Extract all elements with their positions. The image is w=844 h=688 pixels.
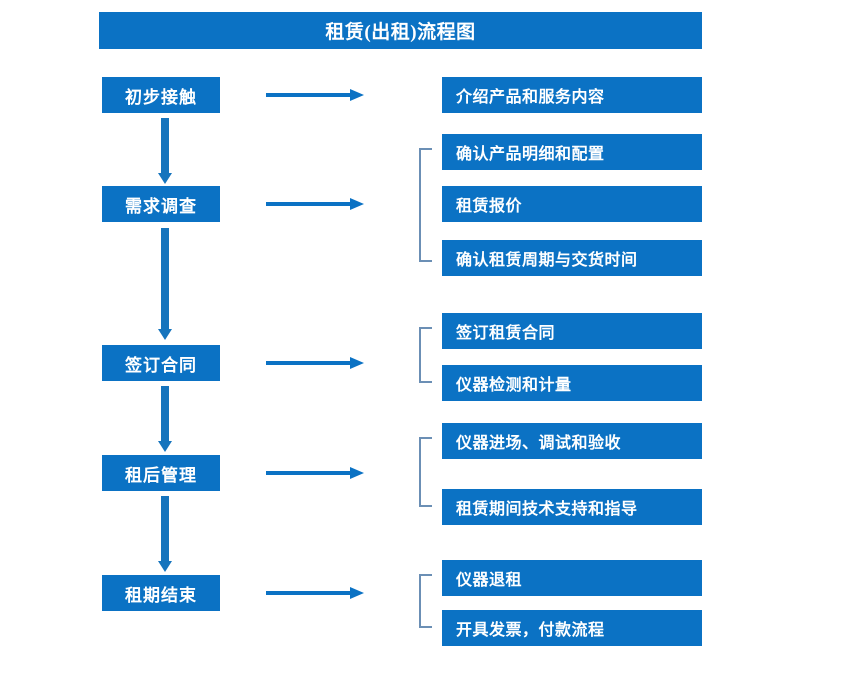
- stage-box-sign-contract[interactable]: 签订合同: [102, 345, 220, 381]
- detail-box-sign-rental-contract[interactable]: 签订租赁合同: [442, 313, 702, 349]
- arrow-head-icon: [158, 173, 172, 184]
- detail-box-confirm-rental-period[interactable]: 确认租赁周期与交货时间: [442, 240, 702, 276]
- detail-box-introduce-products[interactable]: 介绍产品和服务内容: [442, 77, 702, 113]
- arrow-head-icon: [158, 561, 172, 572]
- stage-box-post-rental-management[interactable]: 租后管理: [102, 455, 220, 491]
- vertical-arrow-contract-to-management: [155, 386, 175, 452]
- detail-box-instrument-inspection[interactable]: 仪器检测和计量: [442, 365, 702, 401]
- detail-box-instrument-delivery-commissioning[interactable]: 仪器进场、调试和验收: [442, 423, 702, 459]
- group-bracket-rental-end: [419, 574, 432, 628]
- horizontal-arrow-initial-contact: [266, 87, 364, 103]
- arrow-head-icon: [158, 441, 172, 452]
- stage-box-initial-contact[interactable]: 初步接触: [102, 77, 220, 113]
- arrow-head-icon: [350, 89, 364, 101]
- diagram-title: 租赁(出租)流程图: [99, 12, 702, 49]
- horizontal-arrow-sign-contract: [266, 355, 364, 371]
- detail-box-invoice-payment[interactable]: 开具发票，付款流程: [442, 610, 702, 646]
- group-bracket-post-rental-management: [419, 437, 432, 507]
- group-bracket-needs-survey: [419, 148, 432, 262]
- arrow-shaft: [266, 471, 352, 475]
- arrow-head-icon: [350, 198, 364, 210]
- arrow-head-icon: [158, 329, 172, 340]
- arrow-shaft: [161, 496, 169, 561]
- horizontal-arrow-post-rental-management: [266, 465, 364, 481]
- horizontal-arrow-rental-end: [266, 585, 364, 601]
- group-bracket-sign-contract: [419, 327, 432, 383]
- detail-box-technical-support[interactable]: 租赁期间技术支持和指导: [442, 489, 702, 525]
- arrow-shaft: [266, 591, 352, 595]
- arrow-shaft: [266, 361, 352, 365]
- stage-box-rental-end[interactable]: 租期结束: [102, 575, 220, 611]
- vertical-arrow-survey-to-contract: [155, 228, 175, 340]
- arrow-shaft: [266, 202, 352, 206]
- arrow-head-icon: [350, 587, 364, 599]
- detail-box-instrument-return[interactable]: 仪器退租: [442, 560, 702, 596]
- arrow-shaft: [266, 93, 352, 97]
- detail-box-confirm-product-specs[interactable]: 确认产品明细和配置: [442, 134, 702, 170]
- arrow-shaft: [161, 118, 169, 173]
- arrow-head-icon: [350, 467, 364, 479]
- detail-box-rental-quotation[interactable]: 租赁报价: [442, 186, 702, 222]
- arrow-shaft: [161, 386, 169, 441]
- vertical-arrow-contact-to-survey: [155, 118, 175, 184]
- stage-box-needs-survey[interactable]: 需求调查: [102, 186, 220, 222]
- arrow-head-icon: [350, 357, 364, 369]
- arrow-shaft: [161, 228, 169, 329]
- horizontal-arrow-needs-survey: [266, 196, 364, 212]
- vertical-arrow-management-to-end: [155, 496, 175, 572]
